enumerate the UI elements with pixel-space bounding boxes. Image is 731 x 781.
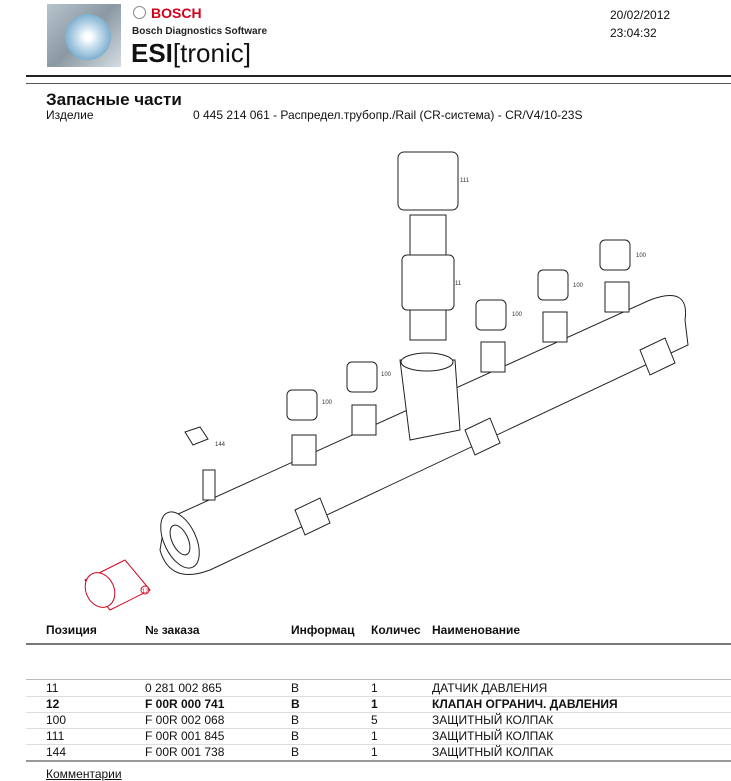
- table-bottom-rule: [26, 760, 731, 762]
- bleed-screw: [202, 469, 216, 501]
- cell-pos: 144: [46, 745, 67, 759]
- table-row[interactable]: 11 0 281 002 865 B 1 ДАТЧИК ДАВЛЕНИЯ: [0, 680, 731, 697]
- table-row[interactable]: 144 F 00R 001 738 B 1 ЗАЩИТНЫЙ КОЛПАК: [0, 744, 731, 760]
- cell-name: ЗАЩИТНЫЙ КОЛПАК: [432, 729, 554, 743]
- cell-pos: 11: [46, 681, 59, 695]
- cell-qty: 1: [371, 729, 378, 743]
- header-divider-thin: [26, 83, 731, 84]
- callout-100: 100: [573, 283, 584, 289]
- col-header-order: № заказа: [145, 623, 200, 637]
- col-header-info: Информац: [291, 623, 355, 637]
- brand-text: BOSCH: [151, 5, 202, 21]
- cell-qty: 1: [371, 697, 378, 711]
- product-logo-rest: [tronic]: [172, 38, 251, 68]
- cell-name: ЗАЩИТНЫЙ КОЛПАК: [432, 745, 554, 759]
- cell-name: ЗАЩИТНЫЙ КОЛПАК: [432, 713, 554, 727]
- callout-100: 100: [512, 312, 523, 318]
- bleed-cap-144: [184, 426, 209, 446]
- callout-144: 144: [215, 442, 226, 448]
- callout-100: 100: [322, 400, 333, 406]
- product-logo-bold: ESI: [131, 38, 173, 68]
- cell-order: F 00R 001 738: [145, 745, 225, 759]
- header-rule: [26, 643, 731, 645]
- col-header-position: Позиция: [46, 623, 97, 637]
- table-row[interactable]: 111 F 00R 001 845 B 1 ЗАЩИТНЫЙ КОЛПАК: [0, 728, 731, 745]
- cell-name: КЛАПАН ОГРАНИЧ. ДАВЛЕНИЯ: [432, 697, 618, 711]
- callout-12: 12: [142, 589, 149, 595]
- cell-info: B: [291, 745, 300, 759]
- callout-100: 100: [381, 372, 392, 378]
- exploded-parts-diagram: 111 11 100 100 100 100 100 144 12: [84, 151, 689, 611]
- page-title: Запасные части: [46, 90, 182, 109]
- bosch-logo-icon: [133, 6, 146, 19]
- product-value: 0 445 214 061 - Распредел.трубопр./Rail …: [193, 108, 583, 122]
- bosch-brand: BOSCH: [133, 5, 202, 21]
- header-divider: [26, 75, 731, 77]
- row-divider: [26, 712, 731, 713]
- cell-qty: 1: [371, 681, 378, 695]
- cell-name: ДАТЧИК ДАВЛЕНИЯ: [432, 681, 548, 695]
- col-header-qty: Количес: [371, 623, 421, 637]
- callout-111: 111: [460, 178, 470, 184]
- col-header-name: Наименование: [432, 623, 521, 637]
- pressure-sensor: [401, 254, 455, 311]
- cell-info: B: [291, 713, 300, 727]
- row-divider: [26, 744, 731, 745]
- callout-11: 11: [455, 281, 462, 287]
- fitting: [286, 239, 631, 466]
- row-divider: [26, 696, 731, 697]
- table-row[interactable]: 100 F 00R 002 068 B 5 ЗАЩИТНЫЙ КОЛПАК: [0, 712, 731, 729]
- product-label: Изделие: [46, 108, 94, 122]
- cell-order: F 00R 002 068: [145, 713, 225, 727]
- esitronic-logo-image: [47, 4, 121, 67]
- cap-111: [397, 151, 459, 211]
- product-logo: ESI[tronic]: [131, 38, 251, 69]
- software-subtitle: Bosch Diagnostics Software: [132, 26, 268, 37]
- cell-pos: 100: [46, 713, 67, 727]
- cell-qty: 5: [371, 713, 378, 727]
- cell-order: 0 281 002 865: [145, 681, 222, 695]
- cell-qty: 1: [371, 745, 378, 759]
- cell-order: F 00R 000 741: [145, 697, 225, 711]
- cell-info: B: [291, 729, 300, 743]
- table-row[interactable]: 12 F 00R 000 741 B 1 КЛАПАН ОГРАНИЧ. ДАВЛЕНИ…: [0, 696, 731, 713]
- cell-info: B: [291, 681, 300, 695]
- cell-info: B: [291, 697, 300, 711]
- callout-100: 100: [636, 253, 647, 259]
- mount-lug: [294, 497, 331, 536]
- sensor-boss: [399, 359, 461, 441]
- rows-top-rule: [26, 679, 731, 680]
- cell-pos: 111: [46, 729, 65, 743]
- cell-order: F 00R 001 845: [145, 729, 225, 743]
- cell-pos: 12: [46, 697, 60, 711]
- comments-link[interactable]: Комментарии: [46, 767, 122, 781]
- row-divider: [26, 728, 731, 729]
- print-date: 20/02/2012: [610, 8, 671, 22]
- print-time: 23:04:32: [610, 26, 657, 40]
